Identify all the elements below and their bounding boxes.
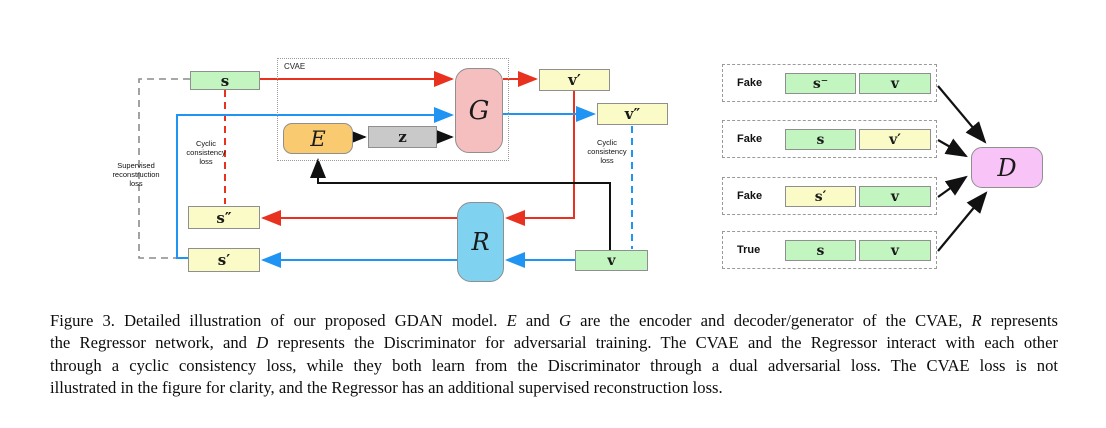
cvae-region-label: CVAE	[284, 62, 306, 71]
node-v: v	[575, 250, 648, 271]
disc-row-fake-s-vprime: Fake s v′	[722, 120, 937, 158]
gdan-architecture-diagram: CVAE s E z G v′ v″ s″ s′ R v D Supervise…	[112, 58, 1043, 282]
node-encoder-E: E	[283, 123, 353, 154]
row-cell-s: s	[785, 240, 856, 261]
node-s-prime: s′	[188, 248, 260, 272]
supervised-loss-dashed-line	[138, 78, 190, 259]
node-v-prime: v′	[539, 69, 610, 91]
disc-row-true-s-v: True s v	[722, 231, 937, 269]
node-latent-z: z	[368, 126, 437, 148]
row-cell-s: s	[785, 129, 856, 150]
cvae-region-box: CVAE	[277, 58, 509, 161]
row-cell-v: v	[859, 186, 931, 207]
supervised-reconstruction-loss-label: Supervised reconstruction loss	[112, 161, 160, 188]
node-discriminator-D: D	[971, 147, 1043, 188]
arrow-row2-to-D	[937, 138, 968, 158]
row-cell-v: v	[859, 73, 931, 94]
row-tag: Fake	[737, 190, 763, 202]
row-cell-v: v	[859, 240, 931, 261]
arrow-row1-to-D	[937, 85, 987, 144]
node-generator-G: G	[455, 68, 503, 153]
row-cell-s-neg: s⁻	[785, 73, 856, 94]
disc-row-fake-sprime-v: Fake s′ v	[722, 177, 937, 215]
cyclic-consistency-loss-right-label: Cyclic consistency loss	[587, 138, 627, 165]
cyclic-consistency-loss-left-label: Cyclic consistency loss	[186, 139, 226, 166]
row-tag: True	[737, 244, 761, 256]
arrow-vprime-to-R	[505, 91, 575, 226]
arrow-v-to-E	[310, 158, 611, 250]
caption-line-2: the Regressor network, and D represents …	[50, 333, 1058, 353]
node-s: s	[190, 71, 260, 90]
caption-line-1: Figure 3. Detailed illustration of our p…	[50, 311, 1058, 330]
row-cell-v-prime: v′	[859, 129, 931, 150]
node-v-double-prime: v″	[597, 103, 668, 125]
connector-lines	[138, 71, 988, 268]
caption-line-4: illustrated in the figure for clarity, a…	[50, 378, 723, 398]
disc-row-fake-sneg-v: Fake s⁻ v	[722, 64, 937, 102]
node-regressor-R: R	[457, 202, 504, 282]
node-s-double-prime: s″	[188, 206, 260, 229]
arrow-row3-to-D	[937, 175, 968, 198]
figure-caption: Figure 3. Detailed illustration of our p…	[50, 310, 1058, 400]
row-tag: Fake	[737, 133, 763, 145]
caption-line-3: through a cyclic consistency loss, while…	[50, 355, 1058, 375]
arrow-row4-to-D	[937, 191, 988, 252]
row-cell-s-prime: s′	[785, 186, 856, 207]
arrow-sprime-to-G	[176, 107, 454, 259]
row-tag: Fake	[737, 77, 763, 89]
